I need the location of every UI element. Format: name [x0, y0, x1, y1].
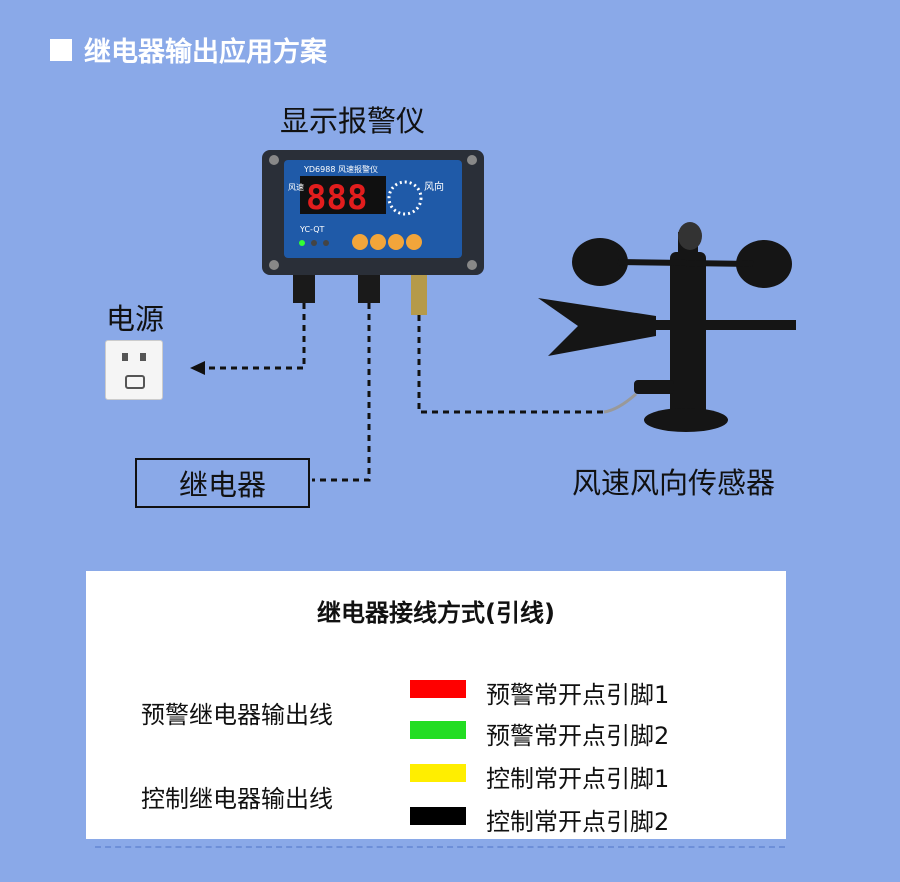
relay-box: 继电器: [135, 458, 310, 508]
section-title: 继电器输出应用方案: [84, 37, 327, 68]
legend-item: 预警常开点引脚1: [486, 681, 670, 709]
wiring-lines: [190, 275, 605, 482]
legend-item: 控制常开点引脚2: [486, 808, 670, 836]
legend-swatch: [410, 680, 466, 698]
footer-divider: [95, 846, 785, 848]
legend-swatch: [410, 764, 466, 782]
legend-item: 预警常开点引脚2: [486, 722, 670, 750]
power-socket-icon: [105, 340, 163, 400]
display-alarm-device: YD6988 风速报警仪 888 风向 风速 YC-QT: [262, 150, 484, 275]
sensor-label: 风速风向传感器: [572, 466, 776, 500]
arrow-left-icon: [190, 361, 205, 375]
wiring-title: 继电器接线方式(引线): [317, 599, 555, 627]
control-relay-label: 控制继电器输出线: [141, 785, 333, 813]
wind-sensor-icon: [538, 222, 796, 432]
device-brand: YC-QT: [299, 225, 325, 234]
warning-relay-label: 预警继电器输出线: [141, 701, 333, 729]
square-bullet-icon: [50, 38, 72, 61]
device-right-marks: 风向: [424, 180, 444, 193]
legend-swatch: [410, 721, 466, 739]
wiring-panel: 继电器接线方式(引线) 预警继电器输出线 控制继电器输出线 预警常开点引脚1 预…: [86, 571, 786, 839]
display-alarm-label: 显示报警仪: [280, 104, 426, 138]
relay-label: 继电器: [178, 468, 266, 502]
device-left-marks: 风速: [288, 183, 304, 192]
section-header: 继电器输出应用方案: [50, 30, 327, 69]
device-digits: 888: [306, 178, 367, 218]
power-label: 电源: [106, 302, 165, 336]
legend-item: 控制常开点引脚1: [486, 765, 670, 793]
device-model: YD6988 风速报警仪: [303, 164, 378, 174]
legend-swatch: [410, 807, 466, 825]
